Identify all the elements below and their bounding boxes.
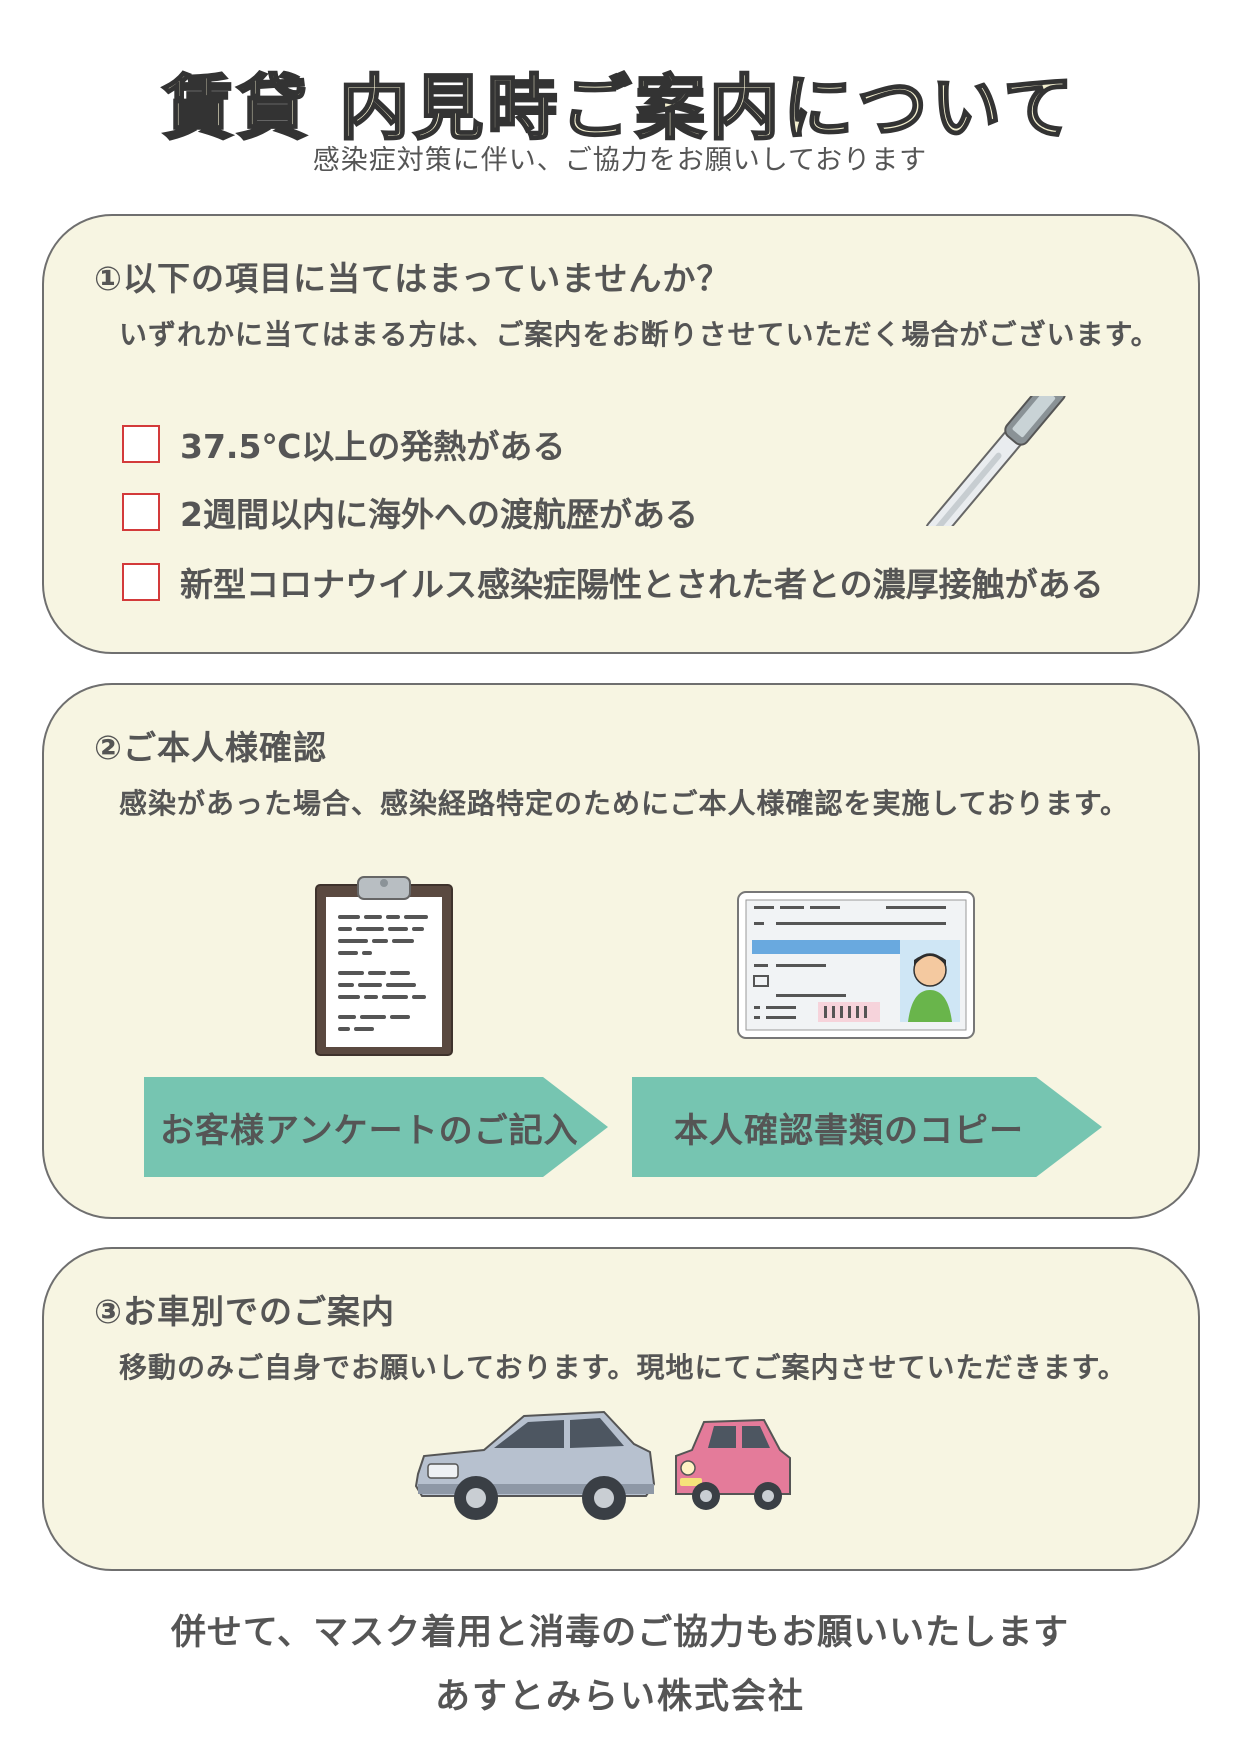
- step-survey-banner: お客様アンケートのご記入: [144, 1077, 608, 1177]
- checklist-label: 新型コロナウイルス感染症陽性とされた者との濃厚接触がある: [180, 565, 1104, 604]
- section-identity-check: ②ご本人様確認 感染があった場合、感染経路特定のためにご本人様確認を実施しており…: [42, 683, 1200, 1219]
- page-title: 賃貸 内見時ご案内について: [162, 66, 1078, 151]
- section-separate-cars: ③お車別でのご案内 移動のみご自身でお願いしております。現地にてご案内させていた…: [42, 1247, 1200, 1571]
- section1-heading: ①以下の項目に当てはまっていませんか？: [94, 259, 731, 298]
- checkbox-contact[interactable]: [122, 563, 160, 601]
- clipboard-icon: [315, 876, 453, 1056]
- section1-description: いずれかに当てはまる方は、ご案内をお断りさせていただく場合がございます。: [119, 318, 1160, 351]
- section2-description: 感染があった場合、感染経路特定のためにご本人様確認を実施しております。: [119, 787, 1129, 820]
- step-id-copy-banner: 本人確認書類のコピー: [632, 1077, 1102, 1177]
- section2-heading: ②ご本人様確認: [94, 728, 327, 767]
- footer-note: 併せて、マスク着用と消毒のご協力もお願いいたします: [170, 1613, 1070, 1653]
- page-subtitle: 感染症対策に伴い、ご協力をお願いしております: [312, 145, 928, 176]
- id-card-icon: [737, 891, 975, 1039]
- step-survey-label: お客様アンケートのご記入: [160, 1110, 579, 1151]
- checklist-item-contact: 新型コロナウイルス感染症陽性とされた者との濃厚接触がある: [122, 562, 1104, 604]
- checklist-item-travel: 2週間以内に海外への渡航歴がある: [122, 492, 698, 534]
- section3-description: 移動のみご自身でお願いしております。現地にてご案内させていただきます。: [119, 1351, 1127, 1384]
- step-id-copy-label: 本人確認書類のコピー: [674, 1110, 1024, 1151]
- section-health-check: ①以下の項目に当てはまっていませんか？ いずれかに当てはまる方は、ご案内をお断り…: [42, 214, 1200, 654]
- company-name: あすとみらい株式会社: [434, 1677, 805, 1717]
- checklist-item-fever: 37.5℃以上の発熱がある: [122, 424, 565, 466]
- checklist-label: 37.5℃以上の発熱がある: [180, 427, 566, 466]
- checkbox-travel[interactable]: [122, 493, 160, 531]
- cars-icon: [414, 1410, 791, 1520]
- checkbox-fever[interactable]: [122, 425, 160, 463]
- thermometer-icon: [925, 396, 1066, 526]
- checklist-label: 2週間以内に海外への渡航歴がある: [180, 495, 698, 534]
- section3-heading: ③お車別でのご案内: [94, 1292, 395, 1331]
